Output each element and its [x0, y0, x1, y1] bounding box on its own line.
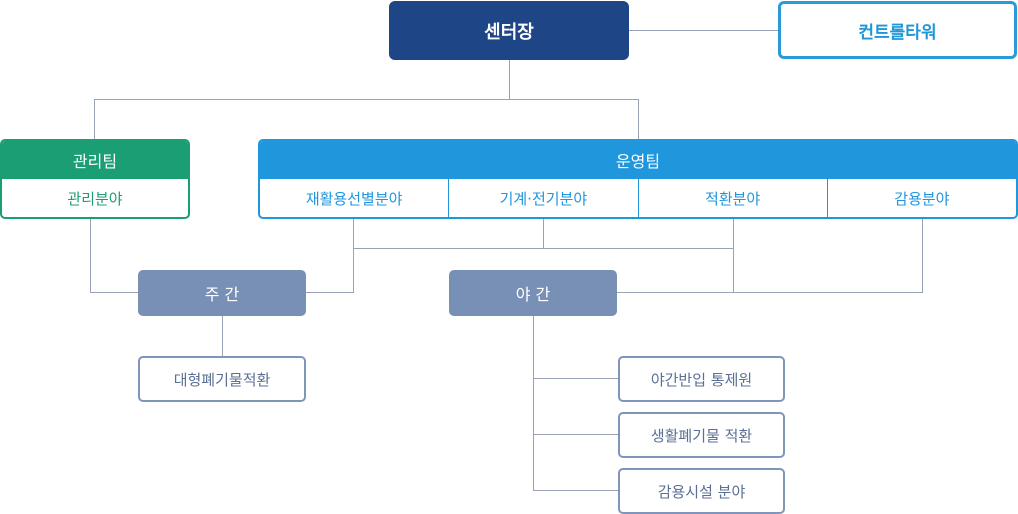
management-team-node: 관리팀 관리분야 — [0, 139, 190, 219]
center-director-label: 센터장 — [484, 21, 534, 43]
day-task-label: 대형폐기물적환 — [173, 370, 271, 389]
operations-section-mechanical-electrical: 기계·전기분야 — [448, 179, 637, 217]
operations-sections: 재활용선별분야 기계·전기분야 적환분야 감용분야 — [260, 179, 1016, 217]
day-shift-label: 주 간 — [204, 285, 240, 304]
management-section: 관리분야 — [67, 189, 123, 208]
night-task-label: 감용시설 분야 — [657, 482, 746, 501]
management-team-title: 관리팀 — [2, 141, 188, 179]
night-task-label: 야간반입 통제원 — [650, 370, 753, 389]
night-task-household-waste: 생활폐기물 적환 — [618, 412, 785, 458]
night-shift-label: 야 간 — [515, 285, 551, 304]
operations-team-title: 운영팀 — [260, 141, 1016, 179]
center-director-node: 센터장 — [389, 1, 629, 60]
control-tower-node: 컨트롤타워 — [778, 1, 1017, 59]
night-task-intake-control: 야간반입 통제원 — [618, 356, 785, 402]
operations-section-transfer: 적환분야 — [637, 179, 827, 217]
night-shift-node: 야 간 — [449, 270, 617, 316]
night-task-volume-reduction: 감용시설 분야 — [618, 468, 785, 514]
day-task-bulky-waste: 대형폐기물적환 — [138, 356, 306, 402]
control-tower-label: 컨트롤타워 — [858, 22, 937, 43]
day-shift-node: 주 간 — [138, 270, 306, 316]
operations-section-recycling: 재활용선별분야 — [305, 189, 403, 208]
operations-team-node: 운영팀 재활용선별분야 기계·전기분야 적환분야 감용분야 — [258, 139, 1018, 219]
operations-section-volume-reduction: 감용분야 — [826, 179, 1016, 217]
night-task-label: 생활폐기물 적환 — [650, 426, 753, 445]
